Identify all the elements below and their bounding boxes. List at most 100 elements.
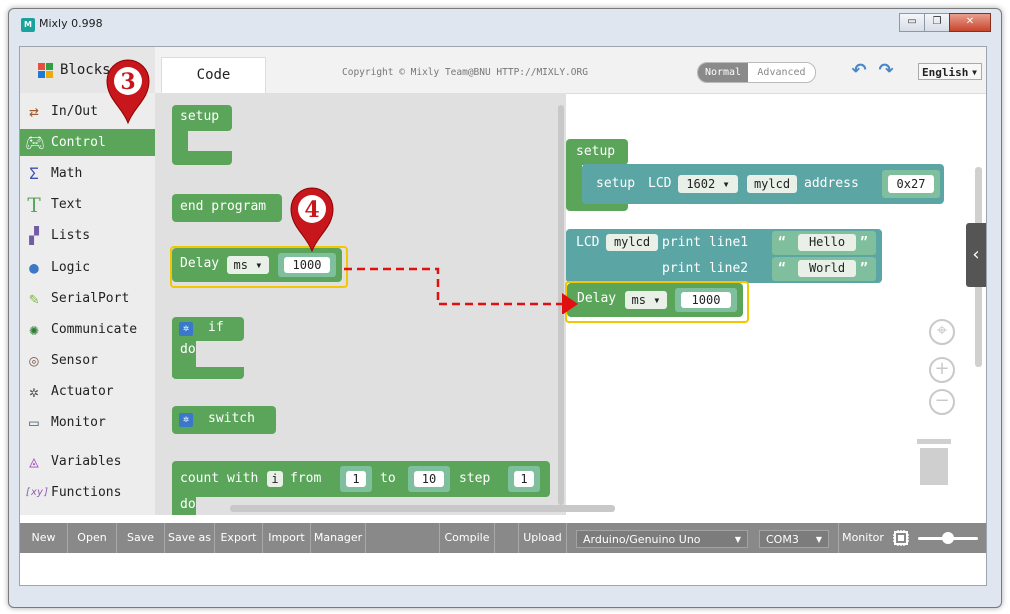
lcd-model-dropdown[interactable]: 1602 ▾ — [678, 175, 738, 193]
font-size-slider-handle[interactable] — [942, 532, 954, 544]
zoom-in-icon[interactable]: + — [929, 357, 955, 383]
tab-code[interactable]: Code — [161, 57, 266, 94]
sidebar-item-lists[interactable]: ▞Lists — [20, 222, 155, 249]
line2-text-field[interactable]: World — [798, 260, 856, 277]
step-4-marker: 4 — [290, 187, 334, 253]
open-button[interactable]: Open — [68, 523, 117, 553]
flyout-delay-highlight — [170, 246, 348, 288]
sidebar-item-label: Logic — [51, 260, 91, 275]
quote-close-icon: ” — [860, 261, 868, 276]
step-3-label: 3 — [120, 69, 135, 95]
sidebar-item-label: Control — [51, 135, 106, 150]
language-select[interactable]: English ▼ — [918, 63, 982, 80]
chevron-down-icon: ▼ — [734, 535, 741, 544]
satellite-icon: ✺ — [29, 320, 39, 339]
sidebar-item-monitor[interactable]: ▭Monitor — [20, 409, 155, 436]
workspace-delay-block[interactable]: Delay ms ▾ 1000 — [567, 283, 743, 317]
flyout-switch-block[interactable]: ✲ switch — [172, 406, 276, 434]
lcd-print-block[interactable]: LCD mylcd print line1 “ Hello ” print li… — [566, 229, 882, 283]
maximize-button[interactable]: ❐ — [924, 13, 950, 32]
serialport-icon: ✎ — [29, 289, 39, 308]
window-title: Mixly 0.998 — [39, 17, 103, 30]
sidebar-item-variables[interactable]: ◬Variables — [20, 448, 155, 475]
sidebar-item-inout[interactable]: ⇄In/Out — [20, 98, 155, 125]
sidebar-item-control[interactable]: 🎮︎ Control — [20, 129, 155, 156]
save-button[interactable]: Save — [117, 523, 165, 553]
gear-icon[interactable]: ✲ — [179, 322, 193, 336]
upload-button[interactable]: Upload — [519, 523, 567, 553]
workspace-delay-unit-value: ms — [631, 293, 646, 307]
minimize-button[interactable]: ▭ — [899, 13, 925, 32]
lcd-address-field[interactable]: 0x27 — [888, 175, 934, 193]
block-label: end program — [180, 199, 267, 214]
count-var-field[interactable]: i — [267, 471, 283, 487]
collapse-panel-handle[interactable]: ‹ — [966, 223, 986, 287]
mode-normal-button[interactable]: Normal — [698, 63, 748, 82]
flyout-setup-bottom — [172, 151, 232, 165]
mode-toggle[interactable]: Normal Advanced — [697, 62, 816, 83]
board-select[interactable]: Arduino/Genuino Uno▼ — [576, 530, 748, 548]
flyout-count-body: do — [172, 493, 196, 515]
count-step-field[interactable]: 1 — [514, 471, 534, 487]
puzzle-icon — [38, 63, 53, 78]
app-window: M Mixly 0.998 ▭ ❐ ✕ Blocks Code Copyrigh… — [8, 8, 1002, 608]
workspace-delay-value-field[interactable]: 1000 — [681, 292, 731, 308]
block-label: LCD — [576, 235, 600, 250]
chip-icon[interactable] — [892, 529, 910, 547]
gear-icon[interactable]: ✲ — [179, 413, 193, 427]
recenter-icon[interactable]: ⌖ — [929, 319, 955, 345]
line1-text-field[interactable]: Hello — [798, 234, 856, 251]
sidebar-item-label: In/Out — [51, 104, 98, 119]
sidebar-item-serialport[interactable]: ✎SerialPort — [20, 285, 155, 312]
zoom-out-icon[interactable]: − — [929, 389, 955, 415]
flyout-end-program-block[interactable]: end program — [172, 194, 282, 222]
trash-icon[interactable] — [917, 439, 951, 485]
count-from-field[interactable]: 1 — [346, 471, 366, 487]
sidebar-item-label: Sensor — [51, 353, 98, 368]
sidebar-item-sensor[interactable]: ◎Sensor — [20, 347, 155, 374]
block-label: Delay — [180, 256, 220, 271]
variables-icon: ◬ — [29, 452, 39, 471]
print-lcd-name-field[interactable]: mylcd — [606, 234, 658, 251]
lcd-setup-block[interactable]: setup LCD 1602 ▾ mylcd address 0x27 — [582, 164, 944, 204]
mode-advanced-button[interactable]: Advanced — [757, 67, 806, 78]
delay-unit-dropdown[interactable]: ms ▾ — [227, 256, 269, 274]
gamepad-icon: 🎮︎ — [25, 133, 46, 152]
count-to-field[interactable]: 10 — [414, 471, 444, 487]
flyout-horizontal-scrollbar[interactable] — [230, 505, 615, 512]
block-label: do — [180, 342, 196, 357]
close-button[interactable]: ✕ — [949, 13, 991, 32]
workspace-delay-unit-dropdown[interactable]: ms ▾ — [625, 291, 667, 309]
sidebar-item-label: Communicate — [51, 322, 138, 337]
sidebar-item-functions[interactable]: [xy]Functions — [20, 479, 155, 506]
redo-icon[interactable]: ↷ — [878, 60, 894, 81]
save-as-button[interactable]: Save as — [165, 523, 215, 553]
header-bar: Blocks Code Copyright © Mixly Team@BNU H… — [20, 47, 986, 94]
port-select[interactable]: COM3▼ — [759, 530, 829, 548]
port-value: COM3 — [766, 533, 799, 546]
flyout-count-block[interactable]: count with i from 1 to 10 step 1 — [172, 461, 550, 497]
flyout-setup-block[interactable]: setup — [172, 105, 232, 131]
sidebar-item-label: Math — [51, 166, 83, 181]
sidebar-item-communicate[interactable]: ✺ Communicate — [20, 316, 155, 343]
export-button[interactable]: Export — [215, 523, 263, 553]
manager-button[interactable]: Manager — [311, 523, 366, 553]
undo-icon[interactable]: ↶ — [851, 60, 867, 81]
lcd-name-field[interactable]: mylcd — [747, 175, 797, 193]
block-label: count with — [180, 471, 259, 486]
sidebar-item-actuator[interactable]: ✲Actuator — [20, 378, 155, 405]
quote-open-icon: “ — [778, 261, 786, 276]
lcd-model-value: 1602 — [686, 177, 716, 191]
import-button[interactable]: Import — [263, 523, 311, 553]
monitor-button[interactable]: Monitor — [838, 523, 887, 553]
block-label: LCD — [648, 176, 672, 191]
compile-button[interactable]: Compile — [440, 523, 495, 553]
delay-value-field[interactable]: 1000 — [284, 257, 330, 273]
block-label: setup — [180, 109, 220, 124]
sidebar-item-logic[interactable]: ●Logic — [20, 254, 155, 281]
flyout-delay-block[interactable]: Delay ms ▾ 1000 — [172, 248, 342, 282]
new-button[interactable]: New — [20, 523, 68, 553]
drag-arrow — [344, 267, 578, 314]
